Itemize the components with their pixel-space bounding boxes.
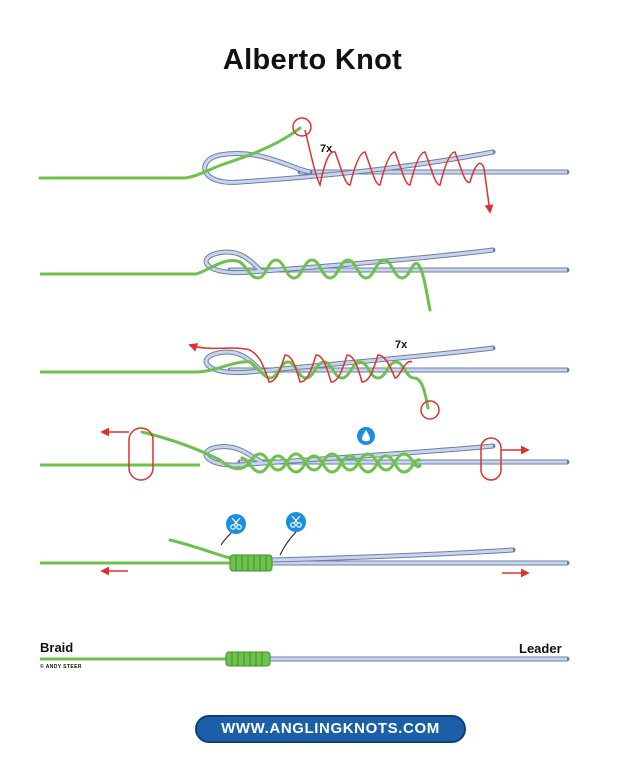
turns-label: 7x (395, 339, 408, 351)
wrap-path (188, 343, 413, 383)
step-5 (40, 512, 570, 578)
step-2 (40, 247, 570, 312)
wet-drop-icon (357, 427, 375, 445)
final-knot (40, 651, 570, 667)
braid-label: Braid (40, 640, 74, 655)
step-4 (40, 427, 570, 481)
step-3: 7x (40, 339, 570, 420)
wrap-path (304, 129, 494, 214)
start-circle (420, 400, 440, 420)
step-1: 7x (38, 117, 570, 214)
page-title: Alberto Knot (222, 44, 403, 76)
braid-wraps (194, 258, 432, 312)
braid-line (38, 126, 302, 180)
pull-ring-right (480, 437, 502, 481)
website-banner[interactable]: WWW.ANGLINGKNOTS.COM (195, 715, 466, 743)
scissors-icon (226, 514, 246, 534)
pull-ring-left (128, 427, 154, 481)
turns-label: 7x (320, 143, 333, 155)
start-circle (292, 117, 312, 137)
scissors-icon (286, 512, 306, 532)
finished-wraps (229, 554, 273, 572)
credit-text: © ANDY STEER (40, 664, 82, 670)
leader-label: Leader (519, 641, 562, 656)
